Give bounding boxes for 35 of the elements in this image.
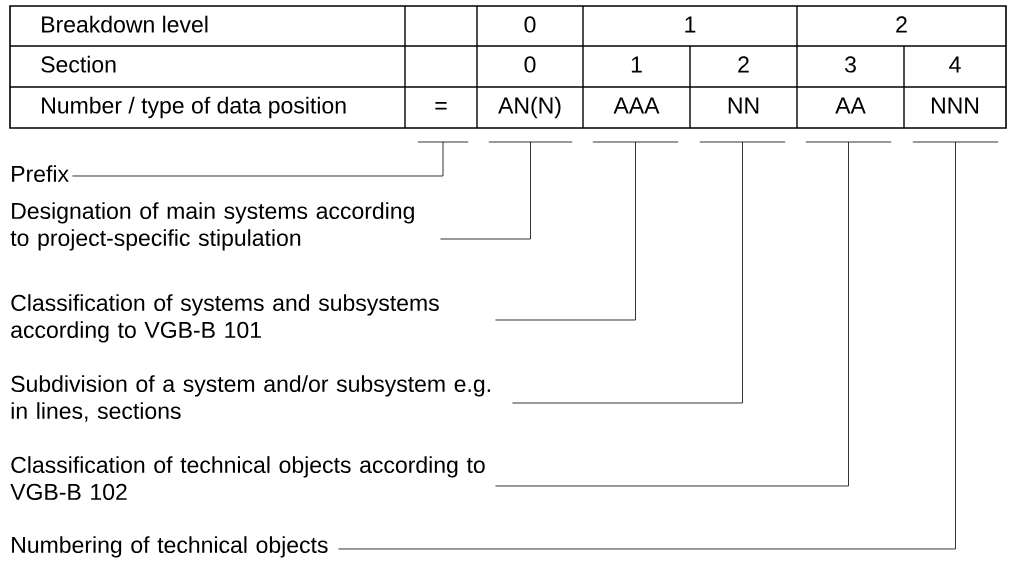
- underline-bar: [912, 141, 999, 143]
- cell-text: AA: [835, 97, 866, 114]
- cell-text: NN: [728, 97, 759, 114]
- cell-text: 0: [524, 56, 536, 73]
- underline-bar: [699, 141, 786, 143]
- description-text: Subdivision of a system and/or subsystem e.g. in lines, sections: [11, 375, 490, 422]
- description-text: Classification of systems and subsystems according to VGB-B 101: [11, 294, 439, 343]
- description-text: Numbering of technical objects: [12, 536, 328, 558]
- leader-line: [512, 141, 743, 404]
- underline-bar: [805, 141, 892, 143]
- cell-text: Breakdown level: [42, 15, 208, 33]
- leader-line: [338, 141, 956, 550]
- cell-text: =: [435, 102, 447, 110]
- cell-text: AAA: [613, 97, 660, 114]
- leader-line: [495, 141, 636, 321]
- cell-text: 2: [896, 16, 907, 33]
- underline-bar: [592, 141, 679, 143]
- cell-text: 0: [524, 16, 536, 33]
- leader-line: [495, 141, 849, 487]
- cell-text: 1: [685, 16, 696, 33]
- description-text: Designation of main systems according to project-specific stipulation: [10, 202, 414, 251]
- cell-text: 4: [949, 56, 961, 73]
- cell-text: 2: [738, 56, 749, 73]
- cell-text: 3: [845, 56, 856, 73]
- description-text: Prefix: [12, 165, 69, 183]
- underline-bar: [417, 141, 469, 143]
- underline-bar: [488, 141, 573, 143]
- cell-text: Number / type of data position: [42, 96, 346, 119]
- leader-line: [440, 141, 531, 240]
- description-text: Classification of technical objects according to VGB-B 102: [10, 456, 485, 501]
- cell-text: NNN: [931, 97, 979, 114]
- cell-text: 1: [631, 56, 642, 73]
- cell-text: Section: [41, 55, 116, 73]
- cell-text: AN(N): [498, 96, 561, 119]
- leader-line: [72, 141, 444, 177]
